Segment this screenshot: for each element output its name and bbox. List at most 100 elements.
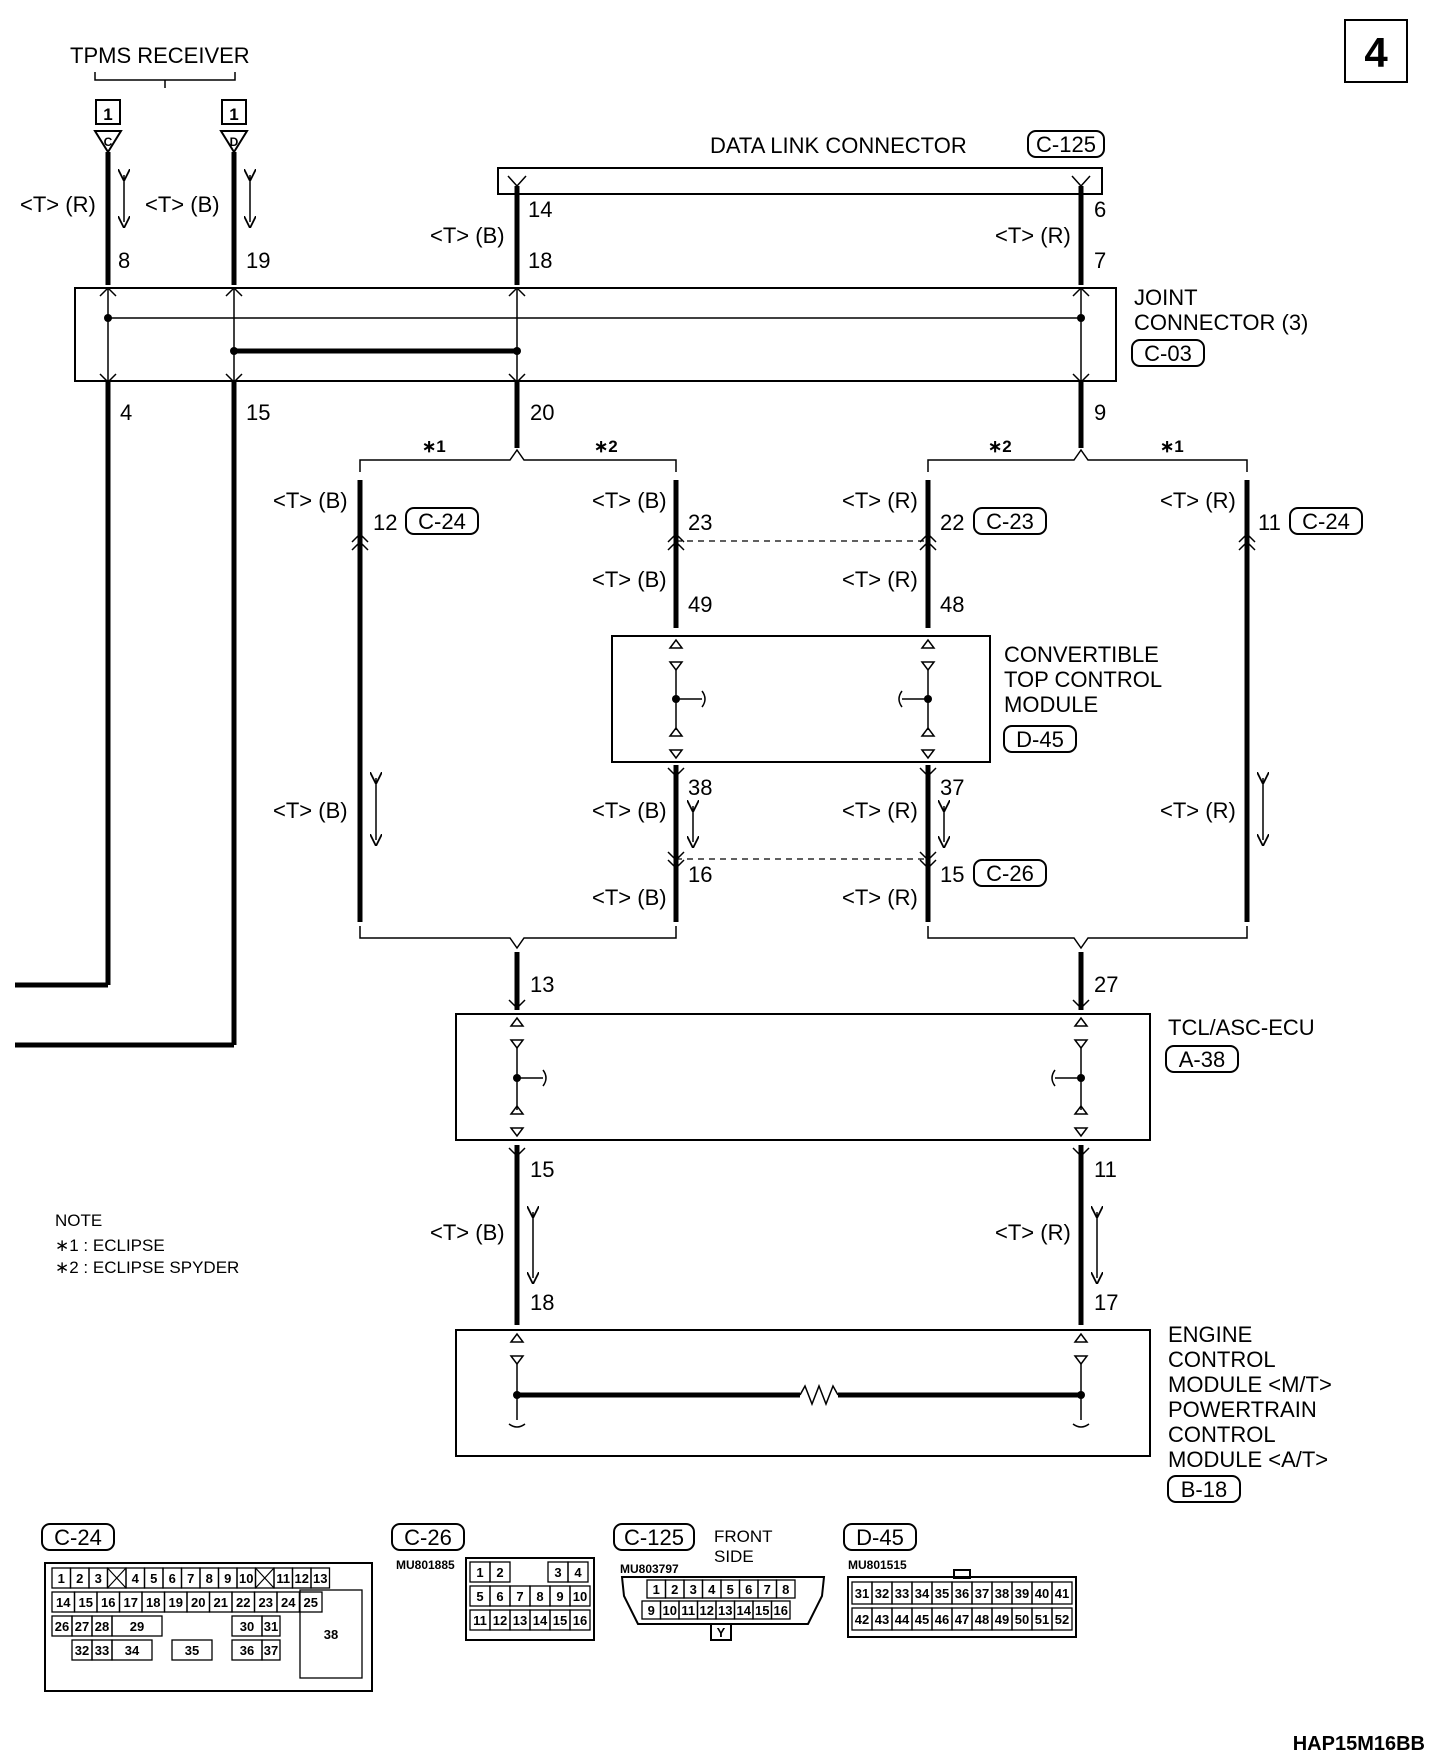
c24-pin: 20 [191,1595,205,1610]
d45-pin: 47 [955,1612,969,1627]
d45-pin: 32 [875,1586,889,1601]
label-v-b5: <T> (B) [592,798,667,823]
c24-pin: 24 [281,1595,296,1610]
page-number: 4 [1364,29,1388,76]
c24-pin: 23 [259,1595,273,1610]
label-v-b6: <T> (B) [592,885,667,910]
d45-pin: 31 [855,1586,869,1601]
pin-49: 49 [688,592,712,617]
label-v-r6: <T> (R) [842,885,918,910]
tpms-conn-num-c: 1 [103,105,112,124]
c24-pin: 7 [187,1571,194,1586]
c26-pin: 3 [554,1565,561,1580]
c24-pin-box [310,1567,331,1589]
d45-pin: 36 [955,1586,969,1601]
pin-15-tpms: 15 [246,400,270,425]
star1-left: ∗1 [422,437,446,456]
page-number-box: 4 [1344,19,1408,83]
c125-pin: 4 [708,1582,716,1597]
d45-pin: 46 [935,1612,949,1627]
code-c24-right: C-24 [1302,509,1350,534]
d45-pin: 50 [1015,1612,1029,1627]
pin-16: 16 [688,862,712,887]
data-link-connector: DATA LINK CONNECTOR C-125 [497,130,1105,195]
note-line-2: ∗2 : ECLIPSE SPYDER [55,1258,239,1277]
dlc-code: C-125 [1036,132,1096,157]
label-tcl-r: <T> (R) [995,1220,1071,1245]
tcl-code: A-38 [1179,1047,1225,1072]
c125-part: MU803797 [620,1562,679,1576]
c24-pin: 36 [240,1643,254,1658]
pin-37: 37 [940,775,964,800]
c24-pin: 29 [130,1619,144,1634]
c125-pin: 9 [648,1603,655,1618]
c24-pin: 32 [75,1643,89,1658]
c26-pin-box [567,1561,589,1583]
c125-pin: 6 [745,1582,752,1597]
d45-pin: 41 [1055,1586,1069,1601]
label-v-r3: <T> (R) [842,567,918,592]
c26-code: C-26 [404,1525,452,1550]
d45-pin: 49 [995,1612,1009,1627]
c26-pin-box [489,1561,511,1583]
c26-pin: 14 [533,1613,548,1628]
c125-code: C-125 [624,1525,684,1550]
c24-pin: 21 [214,1595,228,1610]
c24-pin: 11 [276,1571,290,1586]
c125-pin: 3 [690,1582,697,1597]
c125-pin: 1 [653,1582,660,1597]
label-wire-c: <T> (R) [20,192,96,217]
c125-pin-box [775,1579,796,1599]
c24-pin: 31 [264,1619,278,1634]
c24-pin-box [111,1615,163,1637]
c24-pin: 19 [169,1595,183,1610]
label-v-r2: <T> (R) [1160,488,1236,513]
label-dlc-b: <T> (B) [430,223,505,248]
c26-pin: 4 [574,1565,582,1580]
c125-pin: 12 [700,1603,714,1618]
pin-13: 13 [530,972,554,997]
pin-48: 48 [940,592,964,617]
c125-pin: 2 [671,1582,678,1597]
star2-left: ∗2 [594,437,618,456]
c24-code: C-24 [54,1525,102,1550]
pin-15-c26: 15 [940,862,964,887]
pin-14: 14 [528,197,552,222]
label-v-b1: <T> (B) [273,488,348,513]
d45-pin: 45 [915,1612,929,1627]
ecm-title-2: CONTROL [1168,1347,1276,1372]
c24-pin: 37 [264,1643,278,1658]
d45-part: MU801515 [848,1558,907,1572]
c26-pin: 9 [556,1589,563,1604]
d45-pin: 40 [1035,1586,1049,1601]
ecm-title-1: ENGINE [1168,1322,1252,1347]
pin-27: 27 [1094,972,1118,997]
code-c23: C-23 [986,509,1034,534]
pin-19: 19 [246,248,270,273]
pin-11-c24: 11 [1258,510,1281,535]
c24-pin: 16 [101,1595,115,1610]
c125-pin: 15 [755,1603,769,1618]
convertible-top-control-module: CONVERTIBLE TOP CONTROL MODULE D-45 [611,635,1162,763]
c26-pin: 7 [516,1589,523,1604]
ecm-title-3: MODULE <M/T> [1168,1372,1332,1397]
tcl-title: TCL/ASC-ECU [1168,1015,1315,1040]
d45-code: D-45 [856,1525,904,1550]
pin-17: 17 [1094,1290,1118,1315]
c26-pin: 13 [513,1613,527,1628]
c26-pin: 1 [476,1565,483,1580]
pin-22: 22 [940,510,964,535]
pin-18-ecm: 18 [530,1290,554,1315]
c125-pin: 16 [774,1603,788,1618]
label-v-b4: <T> (B) [273,798,348,823]
pin-12: 12 [373,510,397,535]
pin-7: 7 [1094,248,1106,273]
c24-pin: 2 [76,1571,83,1586]
